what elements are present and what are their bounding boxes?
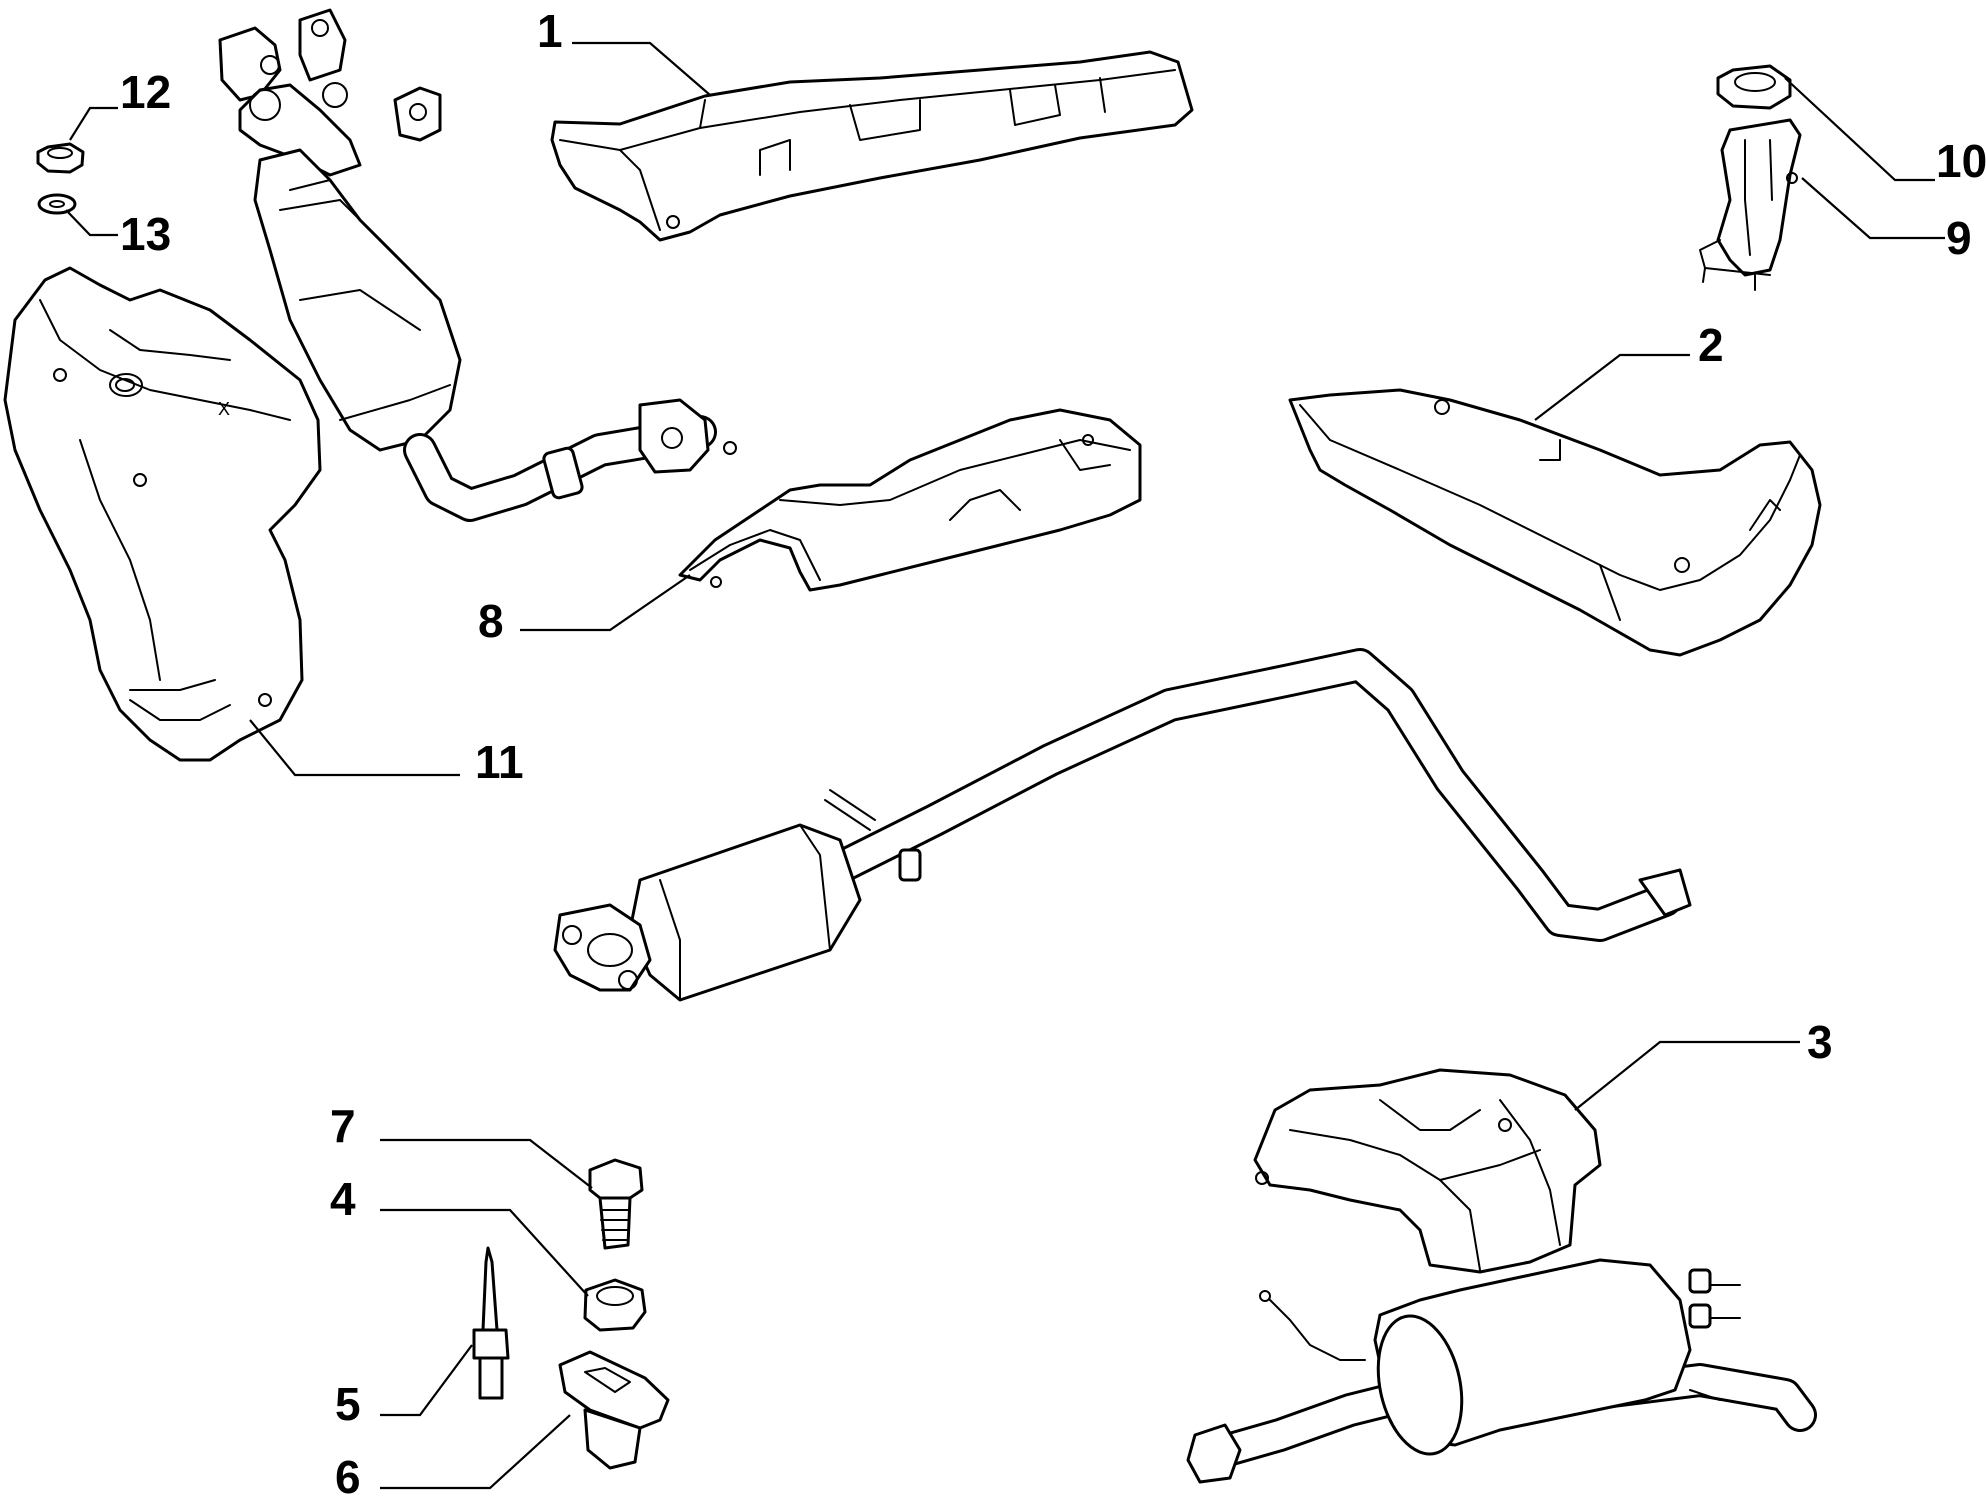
callout-11: 11 [475, 736, 524, 788]
part-2-heat-shield[interactable] [1288, 388, 1822, 657]
callout-13: 13 [120, 208, 171, 260]
rear-muffler-assembly[interactable] [1186, 1258, 1817, 1484]
leader-13 [65, 209, 118, 237]
part-3-muffler-heat-shield[interactable] [1253, 1068, 1602, 1274]
shield-marking: X [218, 399, 230, 419]
part-7-bolt[interactable] [588, 1158, 644, 1250]
part-1-heat-shield[interactable] [550, 50, 1194, 242]
part-4-nut[interactable] [583, 1278, 647, 1332]
exhaust-manifold-assembly[interactable] [218, 8, 737, 522]
middle-pipe-assembly[interactable] [553, 648, 1692, 1002]
leader-12 [69, 106, 118, 141]
leader-10 [1784, 77, 1935, 182]
part-8-heat-shield[interactable] [678, 408, 1142, 592]
callout-10: 10 [1936, 135, 1986, 187]
part-6-rubber-mount[interactable] [558, 1350, 670, 1470]
callout-4: 4 [330, 1173, 356, 1225]
leader-7 [380, 1138, 593, 1189]
part-11-manifold-heat-shield[interactable]: X [3, 266, 322, 762]
callout-5: 5 [335, 1378, 361, 1430]
leader-9 [1801, 177, 1945, 240]
callout-2: 2 [1698, 319, 1724, 371]
callout-9: 9 [1946, 212, 1972, 264]
leader-1 [572, 41, 711, 96]
callout-12: 12 [120, 66, 171, 118]
leader-3 [1574, 1040, 1800, 1111]
callout-3: 3 [1807, 1016, 1833, 1068]
callout-7: 7 [330, 1100, 356, 1152]
part-5-stud[interactable] [472, 1246, 510, 1400]
part-13-washer[interactable] [37, 193, 77, 215]
leader-4 [380, 1208, 589, 1297]
leader-2 [1534, 353, 1690, 421]
callout-1: 1 [537, 5, 563, 57]
part-10-nut[interactable] [1716, 64, 1792, 110]
callout-numbers: 1 2 3 4 5 6 7 8 9 10 11 12 13 [120, 5, 1986, 1499]
leader-8 [520, 574, 691, 632]
part-9-bracket[interactable] [1699, 118, 1802, 291]
leader-6 [380, 1414, 571, 1490]
callout-8: 8 [478, 595, 504, 647]
callout-6: 6 [335, 1451, 361, 1499]
leader-lines [65, 41, 1945, 1490]
part-12-nut[interactable] [36, 142, 85, 174]
leader-5 [380, 1344, 473, 1417]
leader-11 [249, 719, 460, 777]
